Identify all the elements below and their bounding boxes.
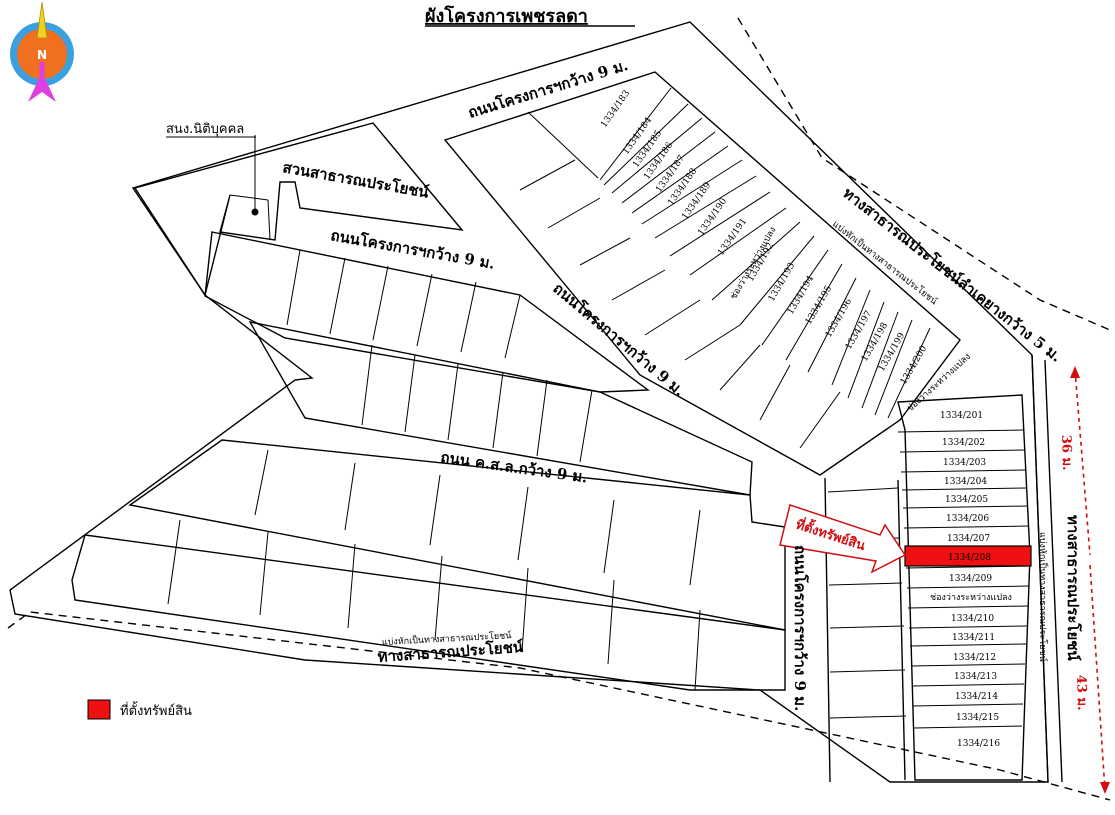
map-title: ผังโครงการเพชรลดา [425, 5, 588, 27]
lot-label[interactable]: 1334/204 [944, 477, 987, 487]
block-right-lot-dividers [897, 429, 1031, 729]
block-right-lots [897, 394, 1031, 781]
office-plot-line-2 [267, 199, 271, 241]
compass-icon: N [10, 1, 74, 102]
distance-marker-43: 43 ม. [1073, 564, 1110, 794]
lot-label[interactable]: 1334/215 [956, 713, 999, 723]
label-public-way-right: ทางสาธารณประโยชน์ [1064, 515, 1083, 661]
label-road-diagonal: ถนนโครงการฯกว้าง 9 ม. [549, 279, 689, 400]
lot-label[interactable]: 1334/203 [943, 458, 986, 468]
public-park-area [133, 122, 464, 297]
distance-marker-36: 36 ม. [1058, 366, 1091, 556]
block-upper-left-dividers [286, 249, 521, 359]
highlighted-lot-1334-208[interactable] [904, 545, 1032, 567]
block-lower-left-dividers [254, 449, 701, 586]
lot-label[interactable]: 1334/205 [945, 495, 988, 505]
svg-text:36 ม.: 36 ม. [1058, 435, 1074, 471]
legend-swatch [87, 699, 111, 720]
lot-labels-right: 1334/201 1334/202 1334/203 1334/204 1334… [940, 411, 1000, 749]
lot-labels-middle: 1334/192 1334/193 1334/194 1334/195 1334… [746, 241, 929, 386]
block-diagonal-lot-dividers [519, 87, 931, 449]
label-common-office: สนง.นิติบุคคล [166, 122, 244, 137]
lot-label[interactable]: 1334/213 [954, 672, 997, 682]
label-public-park: สวนสาธารณประโยชน์ [281, 157, 431, 202]
label-gap-3: ช่องว่างระหว่างแปลง [930, 593, 1012, 603]
legend-label: ที่ตั้งทรัพย์สิน [120, 701, 192, 719]
block-diagonal-lots [443, 71, 961, 476]
lot-label[interactable]: 1334/202 [942, 438, 985, 448]
lot-label[interactable]: 1334/216 [957, 739, 1000, 749]
label-road-upper-left: ถนนโครงการฯกว้าง 9 ม. [329, 225, 496, 273]
compass-letter: N [37, 48, 47, 62]
legend: ที่ตั้งทรัพย์สิน [87, 699, 192, 720]
lot-label[interactable]: 1334/212 [953, 653, 996, 663]
office-plot-line [229, 194, 269, 201]
lot-label[interactable]: 1334/209 [949, 574, 992, 584]
lot-label[interactable]: 1334/214 [955, 692, 998, 702]
svg-text:43 ม.: 43 ม. [1073, 675, 1089, 711]
dashed-public-way-top [737, 17, 1111, 331]
right-outer-line [1044, 359, 1063, 783]
lot-label[interactable]: 1334/201 [940, 411, 983, 421]
lot-label[interactable]: 1334/183 [599, 88, 632, 129]
block-middle [248, 321, 753, 496]
lot-label[interactable]: 1334/206 [946, 514, 989, 524]
lot-labels-diagonal: 1334/183 1334/184 1334/185 1334/186 1334… [599, 88, 749, 257]
lot-label[interactable]: 1334/200 [899, 344, 929, 387]
lot-label[interactable]: 1334/211 [952, 633, 995, 643]
right-split-line [1031, 354, 1049, 783]
lot-label[interactable]: 1334/210 [951, 614, 994, 624]
dashed-public-way-bottom [7, 611, 1111, 801]
block-middle-dividers [361, 344, 593, 463]
lot-label[interactable]: 1334/196 [824, 297, 854, 340]
lot-label[interactable]: 1334/193 [767, 261, 797, 304]
block-bottom-row-dividers [167, 519, 701, 691]
lot-label[interactable]: 1334/207 [947, 534, 990, 544]
block-lower-left [128, 439, 786, 631]
label-road-vertical: ถนนโครงการฯกว้าง 9 ม. [791, 545, 810, 711]
property-location-arrow [779, 504, 907, 574]
block-bottom-row [71, 534, 786, 691]
label-split-public-right: แบ่งหักเป็นทางสาธารณประโยชน์ [1037, 532, 1050, 662]
vertical-road-right-edge [897, 479, 906, 781]
lot-label-highlighted[interactable]: 1334/208 [948, 553, 991, 563]
